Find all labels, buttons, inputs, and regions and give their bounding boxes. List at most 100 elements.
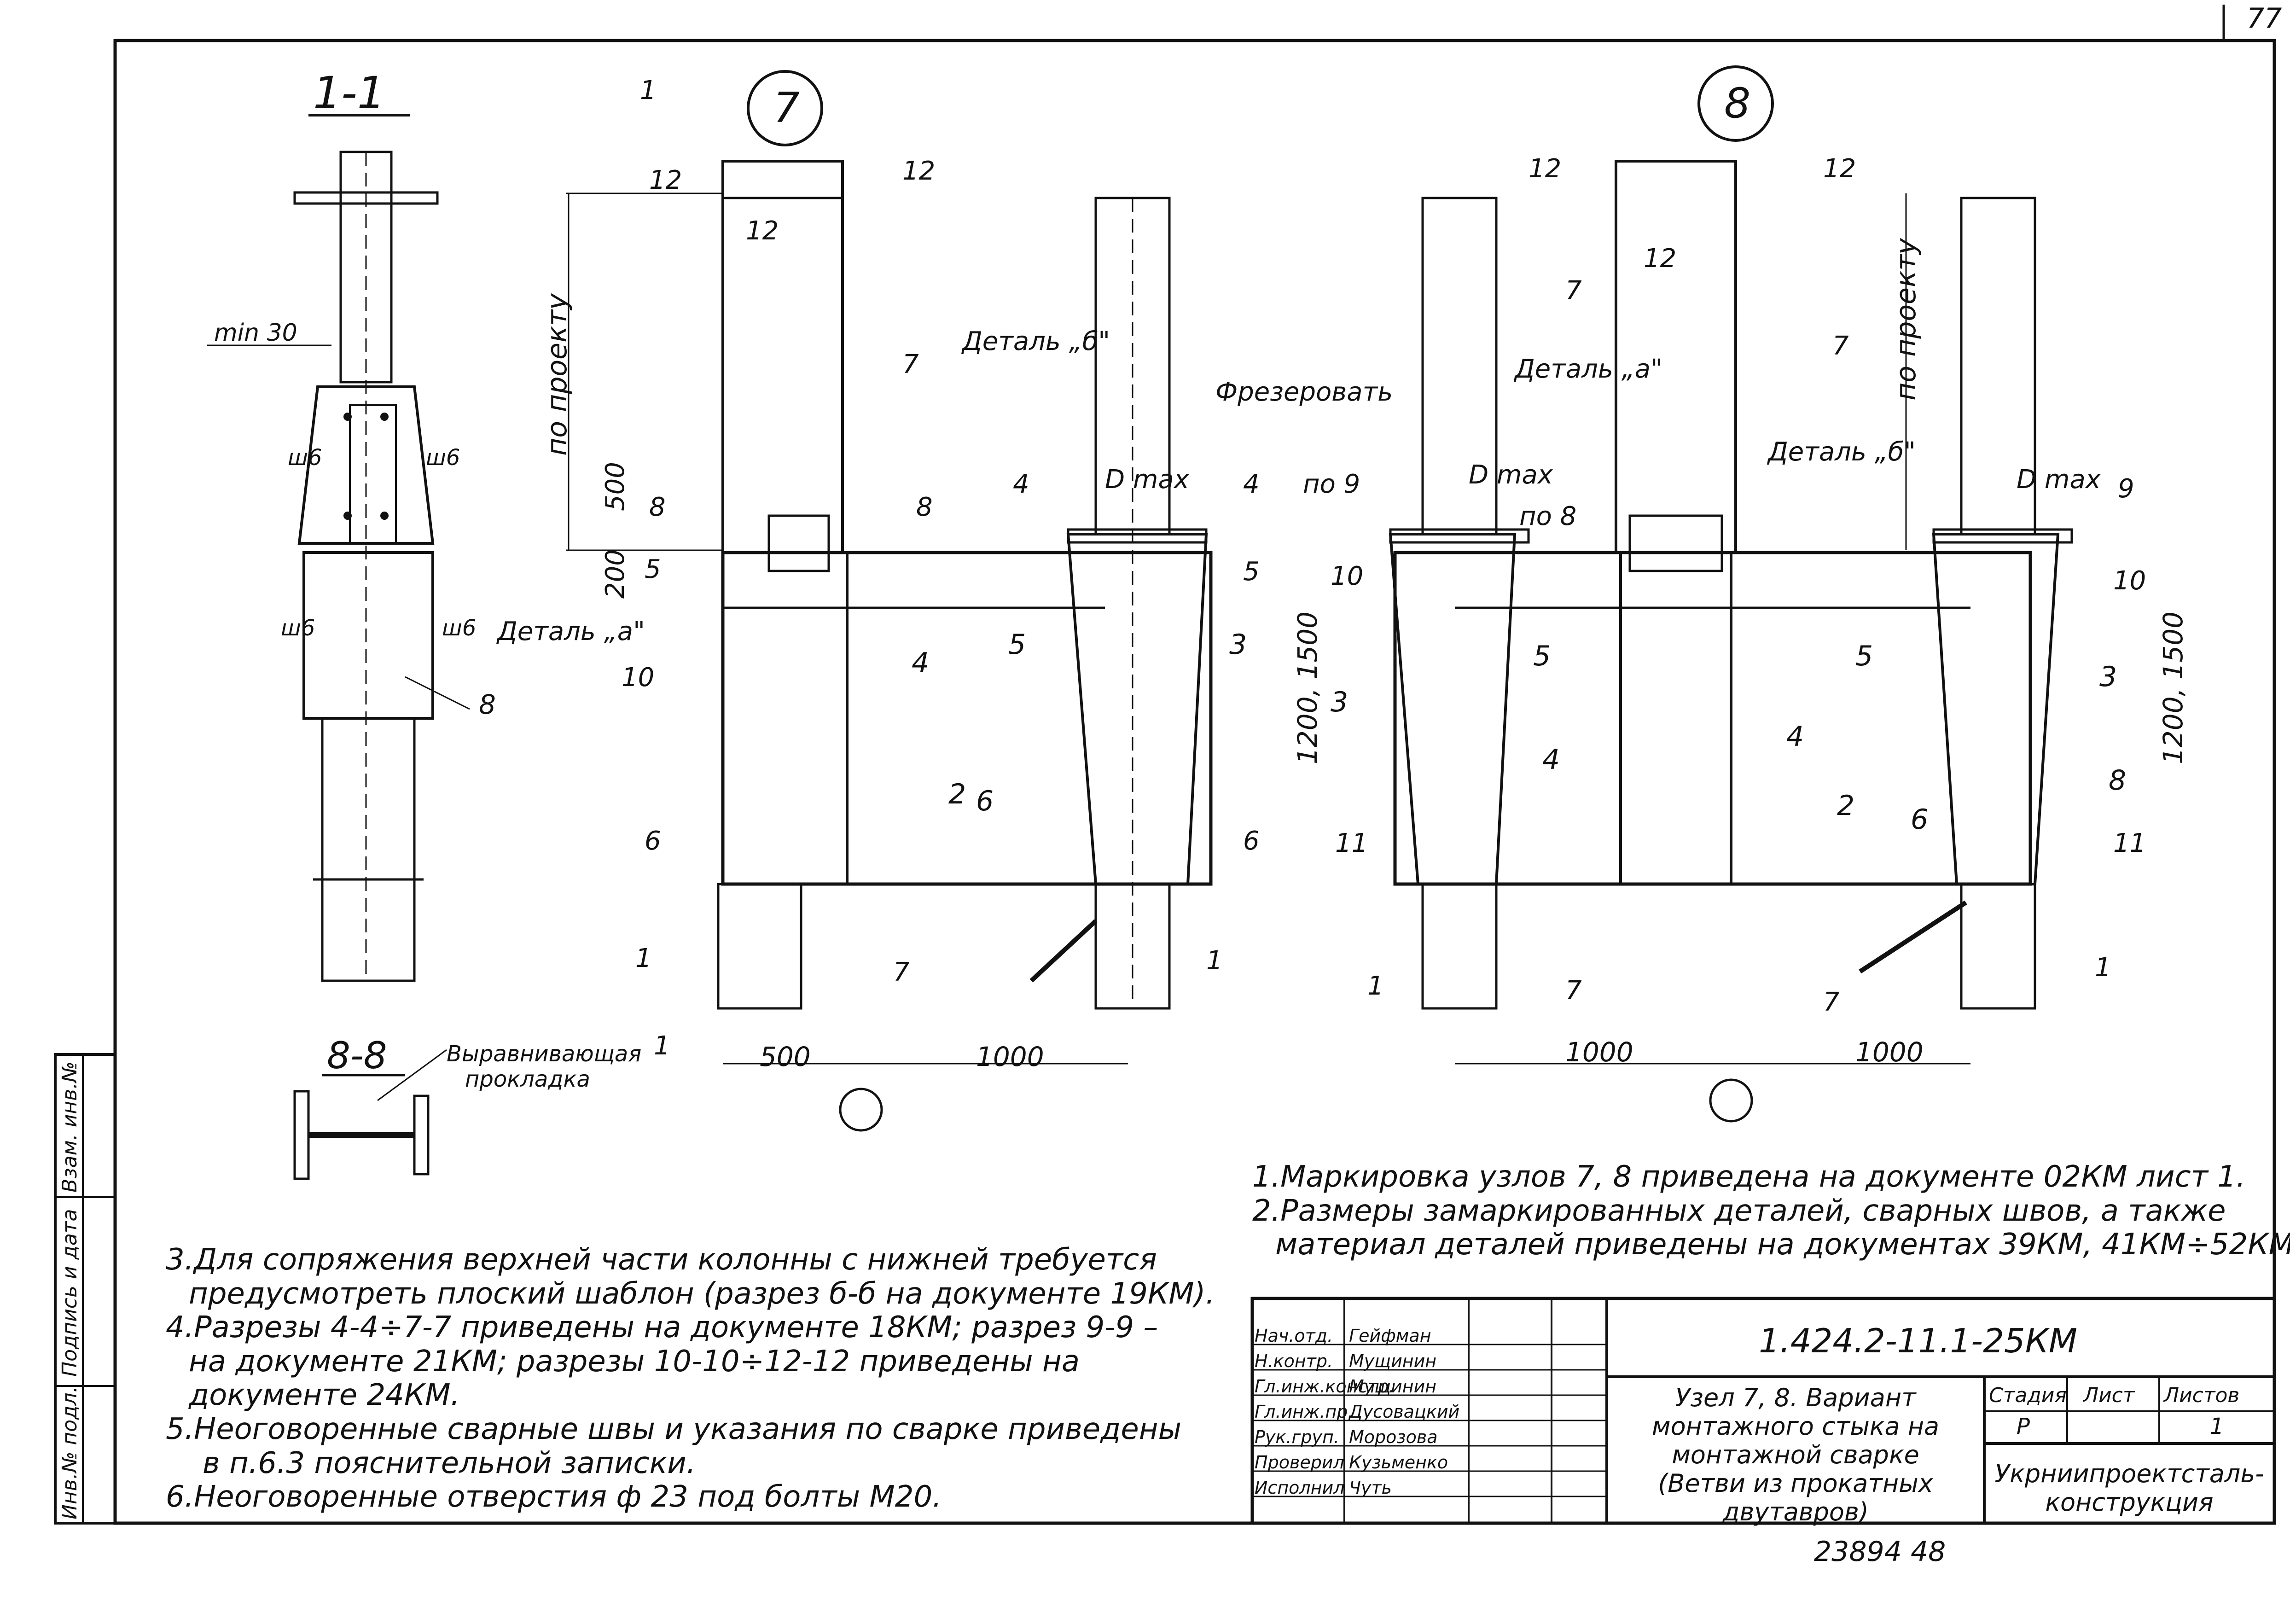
part-1-label-3: 1 xyxy=(1367,971,1384,1001)
part-3-label-2: 3 xyxy=(1331,686,1348,718)
person-role: Гл.инж.констр. xyxy=(1255,1376,1395,1397)
note-5-cont: в п.6.3 пояснительной записки. xyxy=(203,1446,696,1480)
dim-1200-1500-2: 1200, 1500 xyxy=(2157,611,2189,764)
person-name: Мущинин xyxy=(1349,1376,1437,1397)
po-proektu-label: по проекту xyxy=(541,293,573,456)
archive-number: 23894 48 xyxy=(1814,1536,1946,1568)
detail-a-label: Деталь „а" xyxy=(496,617,645,646)
person-role: Нач.отд. xyxy=(1255,1326,1333,1346)
node-7-view: 7 по проекту 500 200 Деталь „а" Деталь „… xyxy=(496,70,1393,1132)
person-role: Исполнил xyxy=(1255,1478,1345,1498)
cut-1-label-2: 1 xyxy=(654,1031,670,1061)
person-role: Гл.инж.пр. xyxy=(1255,1402,1354,1422)
shim-label: Выравнивающая xyxy=(447,1041,641,1067)
part-2-label-2: 2 xyxy=(1837,790,1854,822)
cut-7-label-6: 7 xyxy=(1823,987,1840,1017)
part-10-label: 10 xyxy=(622,663,654,693)
cut-12-label-4: 12 xyxy=(1823,154,1856,184)
dim-200-vert: 200 xyxy=(600,549,630,599)
po8-label: по 8 xyxy=(1519,501,1576,531)
person-role: Рук.груп. xyxy=(1255,1427,1339,1447)
detail-b-label-2: Деталь „б" xyxy=(1767,437,1916,467)
cut-12-label-2: 12 xyxy=(902,156,935,186)
organization-line-1: Укрниипроектсталь- xyxy=(1994,1459,2264,1488)
cut-8-label-2: 8 xyxy=(916,492,933,522)
part-12-label-2: 12 xyxy=(1644,244,1676,274)
dim-1000-horiz-2: 1000 xyxy=(1565,1036,1633,1068)
part-5-label-2: 5 xyxy=(1533,640,1551,672)
cut-7-label-3: 7 xyxy=(1565,276,1582,306)
cut-10-label-2: 10 xyxy=(2113,566,2146,596)
person-name: Морозова xyxy=(1349,1427,1438,1447)
note-4: 4.Разрезы 4-4÷7-7 приведены на документе… xyxy=(166,1310,1158,1345)
sheet-frame xyxy=(113,39,2276,1525)
part-4-label-2: 4 xyxy=(1542,744,1560,776)
note-6: 6.Неоговоренные отверстия ф 23 под болты… xyxy=(166,1480,942,1514)
po-proektu-label-2: по проекту xyxy=(1890,238,1922,401)
doc-title: Узел 7, 8. Вариант монтажного стыка на м… xyxy=(1616,1383,1975,1527)
notes-bottom: 3.Для сопряжения верхней части колонны с… xyxy=(166,1243,1215,1514)
node-8-label: 8 xyxy=(1724,79,1750,128)
note-4-cont: на документе 21КМ; разрезы 10-10÷12-12 п… xyxy=(189,1344,1080,1379)
part-5-label: 5 xyxy=(1008,629,1026,661)
dim-500-horiz: 500 xyxy=(760,1041,811,1072)
part-2-label: 2 xyxy=(948,778,966,810)
note-2: 2.Размеры замаркированных деталей, сварн… xyxy=(1252,1193,2226,1228)
stage-value: Р xyxy=(2017,1414,2030,1439)
person-name: Кузьменко xyxy=(1349,1452,1448,1473)
dim-500-vert: 500 xyxy=(600,462,630,511)
po9-label: по 9 xyxy=(1303,469,1360,499)
part-1-label: 1 xyxy=(635,943,652,973)
part-1-label-4: 1 xyxy=(2095,953,2111,983)
cut-8-label: 8 xyxy=(649,492,666,522)
part-3-label-3: 3 xyxy=(2099,661,2117,693)
d-max-label-3: D max xyxy=(2017,465,2101,495)
note-4-cont-2: документе 24КМ. xyxy=(189,1378,460,1413)
cut-5-label-2: 5 xyxy=(1243,557,1260,587)
cut-10-label: 10 xyxy=(1331,561,1363,591)
cut-12-label-3: 12 xyxy=(1529,154,1561,184)
detail-b-label: Деталь „б" xyxy=(961,326,1110,356)
side-stamp xyxy=(54,1053,116,1525)
part-12-label: 12 xyxy=(746,216,779,246)
cut-6-label: 6 xyxy=(645,826,661,856)
cut-7-label-5: 7 xyxy=(1565,976,1582,1006)
cut-1-label: 1 xyxy=(640,76,657,105)
section-1-1-view: 1-1 min 30 ш6 ш6 ш6 ш6 8 xyxy=(207,67,496,982)
stamp-vzam: Взам. инв.№ xyxy=(58,1061,81,1193)
part-9-label: 8 xyxy=(479,689,496,720)
part-4-label-3: 4 xyxy=(1786,721,1804,753)
weld-sh6-label: ш6 xyxy=(288,445,322,471)
cut-7-label-4: 7 xyxy=(1832,331,1849,361)
section-8-8-view: 8-8 Выравнивающая прокладка xyxy=(293,1034,641,1180)
part-6-label-2: 6 xyxy=(1911,803,1928,836)
dim-1000-horiz-3: 1000 xyxy=(1855,1036,1924,1068)
note-3: 3.Для сопряжения верхней части колонны с… xyxy=(166,1243,1157,1277)
organization: Укрниипроектсталь- конструкция xyxy=(1989,1459,2270,1517)
person-name: Гейфман xyxy=(1349,1326,1431,1346)
note-1: 1.Маркировка узлов 7, 8 приведена на док… xyxy=(1252,1160,2246,1194)
person-role: Проверил xyxy=(1255,1452,1344,1473)
cut-7-label: 7 xyxy=(902,349,919,379)
doc-title-line-3: монтажной сварке xyxy=(1672,1440,1919,1470)
notes-top: 1.Маркировка узлов 7, 8 приведена на док… xyxy=(1252,1160,2290,1262)
weld-sh6-label-4: ш6 xyxy=(442,615,476,641)
sheets-header: Листов xyxy=(2164,1384,2240,1407)
cut-9-label: 9 xyxy=(2118,474,2134,504)
sheet-header: Лист xyxy=(2083,1384,2135,1407)
organization-line-2: конструкция xyxy=(2045,1488,2214,1517)
weld-sh6-label-2: ш6 xyxy=(426,445,460,471)
cut-4-label: 4 xyxy=(1013,469,1029,499)
min30-label: min 30 xyxy=(214,319,297,347)
cut-6-label-2: 6 xyxy=(1243,826,1260,856)
doc-title-line-1: Узел 7, 8. Вариант xyxy=(1675,1383,1916,1412)
part-1-label-2: 1 xyxy=(1206,946,1223,976)
person-name: Чуть xyxy=(1349,1478,1392,1498)
stamp-inv-podl: Инв.№ подл. xyxy=(58,1386,81,1519)
doc-title-line-2: монтажного стыка на xyxy=(1651,1412,1940,1441)
frezerovat-label: Фрезеровать xyxy=(1215,377,1393,407)
doc-title-line-5: двутавров) xyxy=(1722,1497,1869,1527)
section-1-1-label: 1-1 xyxy=(313,67,385,119)
part-5-label-3: 5 xyxy=(1855,640,1873,672)
